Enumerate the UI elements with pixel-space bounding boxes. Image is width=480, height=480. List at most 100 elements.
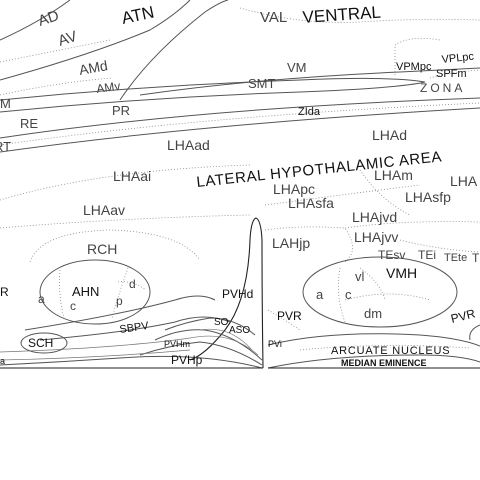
label-lhasfa: LHAsfa: [288, 195, 334, 211]
lha-division-2: [0, 214, 251, 229]
label-lhaav: LHAav: [83, 202, 125, 218]
label-ahn-a: a: [38, 292, 45, 306]
label-val: VAL: [260, 9, 287, 26]
label-lham: LHAm: [374, 167, 413, 183]
label-vm: VM: [287, 60, 307, 75]
av-dotted: [0, 39, 111, 63]
label-zona: ZONA: [420, 81, 465, 95]
label-av: AV: [56, 28, 79, 50]
vmh-division-1: [337, 267, 346, 323]
arcuate-lower: [267, 354, 480, 369]
label-ahn-c: c: [70, 299, 76, 313]
vpm-dotted: [394, 37, 441, 75]
region-labels: AD ATN AV AMd AMv VAL VENTRAL VM VPMpc V…: [0, 3, 480, 368]
label-rch: RCH: [87, 241, 117, 257]
atn-boundary: [0, 0, 71, 41]
vm-boundary: [139, 67, 480, 96]
amd-dotted: [0, 77, 113, 96]
pvhm-lower: [139, 341, 263, 366]
label-lhasfp: LHAsfp: [405, 189, 451, 205]
zona-dotted: [0, 102, 480, 146]
label-tei: TEi: [418, 248, 436, 262]
vmh-outline: [302, 256, 458, 328]
zona-upper: [0, 97, 480, 139]
label-pvi: PVi: [268, 339, 282, 349]
label-lhaad: LHAad: [167, 137, 210, 153]
label-pvhp: PVHp: [171, 353, 203, 367]
label-ahn-d: d: [129, 277, 136, 291]
label-pvhm: PVHm: [164, 339, 190, 349]
label-vplpc: VPLpc: [441, 51, 475, 66]
atn-boundary-lower: [0, 0, 191, 81]
label-pvr-right: PVR: [449, 306, 477, 326]
label-lhapc: LHApc: [273, 181, 315, 197]
label-tete: TEte: [444, 252, 467, 264]
smt-upper: [0, 77, 426, 101]
label-rt: RT: [0, 139, 11, 154]
ahn-division-2: [111, 267, 129, 319]
label-lha-edge: LHA: [450, 173, 478, 189]
label-smt: SMT: [248, 76, 276, 91]
label-r-edge: R: [0, 285, 9, 299]
label-t-edge: T: [472, 251, 480, 265]
label-tesv: TEsv: [378, 248, 405, 262]
label-lhajvd: LHAjvd: [352, 209, 397, 225]
label-ahn: AHN: [72, 284, 99, 299]
aso-line: [199, 328, 253, 351]
label-median: MEDIAN EMINENCE: [341, 358, 427, 368]
label-pvr-left: PVR: [277, 309, 302, 323]
label-lahjp: LAHjp: [272, 235, 310, 251]
label-atn: ATN: [120, 3, 156, 28]
ahn-outline: [39, 259, 151, 325]
label-sch: SCH: [28, 336, 53, 350]
lha-division-6: [359, 169, 411, 216]
label-arcuate: ARCUATE NUCLEUS: [331, 345, 450, 357]
label-amv: AMv: [95, 79, 121, 96]
label-m-edge: M: [0, 96, 11, 111]
so-line: [0, 335, 259, 356]
sch-outline: [20, 332, 68, 354]
right-edge-curve: [469, 324, 480, 341]
ahn-division-3: [117, 281, 147, 291]
base-line-2: [0, 349, 191, 361]
label-vl: vl: [355, 269, 365, 284]
label-amd: AMd: [78, 57, 109, 78]
sbpv-upper: [24, 295, 216, 331]
label-ventral: VENTRAL: [302, 3, 382, 27]
label-pvhd: PVHd: [222, 287, 253, 301]
pvh-inner: [164, 317, 256, 336]
lha-division-1: [0, 164, 251, 201]
label-re: RE: [20, 116, 38, 131]
label-lhaai: LHAai: [113, 168, 151, 184]
label-ahn-p: p: [116, 294, 123, 308]
smt-lower: [0, 81, 426, 113]
label-a-edge: a: [0, 356, 5, 366]
tuberal-dotted: [399, 239, 480, 253]
label-vmh-c: c: [345, 287, 352, 302]
label-lhad: LHAd: [372, 127, 407, 143]
spf-dotted: [429, 69, 480, 79]
label-vmh-dm: dm: [364, 306, 382, 321]
pvh-wall: [189, 217, 264, 369]
label-ad: AD: [36, 7, 61, 30]
zona-lower: [0, 107, 480, 153]
label-pr: PR: [112, 103, 130, 118]
label-spfm: SPFm: [436, 68, 467, 80]
label-sbpv: SBPV: [119, 320, 150, 336]
pvr-boundary: [267, 309, 301, 331]
label-vpmpc: VPMpc: [396, 61, 432, 73]
label-lhajvv: LHAjvv: [354, 229, 398, 245]
arcuate-upper: [267, 333, 480, 347]
label-vmh: VMH: [386, 265, 417, 281]
pvhm-upper: [154, 329, 263, 361]
amv-boundary: [119, 0, 229, 101]
pvhp-bottom: [0, 355, 263, 369]
label-vmh-a: a: [316, 287, 324, 302]
vmh-division-3: [359, 267, 386, 301]
region-boundaries: [0, 0, 480, 369]
label-aso: ASO: [229, 325, 250, 336]
ahn-division-1: [59, 269, 65, 319]
label-zida: ZIda: [298, 106, 321, 118]
sbpv-lower: [39, 316, 231, 341]
